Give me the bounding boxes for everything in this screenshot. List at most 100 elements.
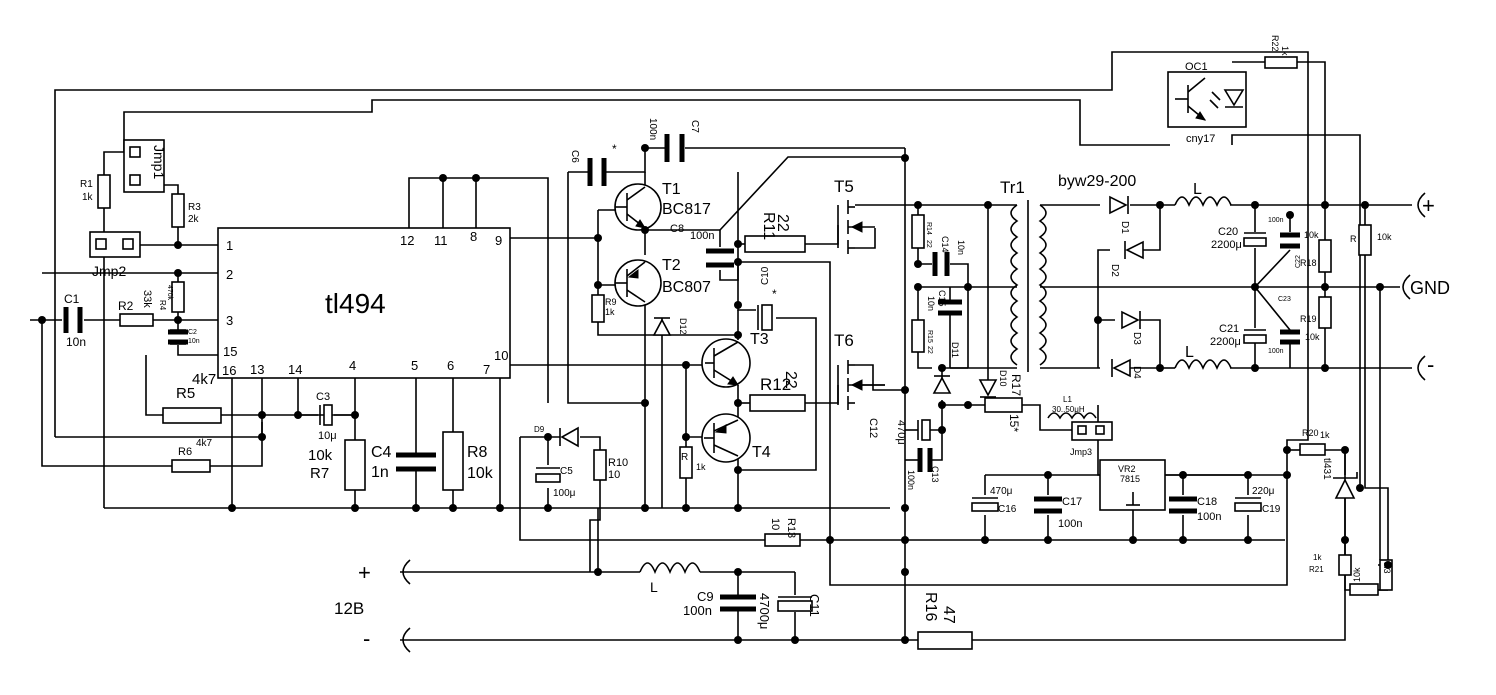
resistor-r11 <box>744 235 806 253</box>
optocoupler-oc1 <box>1167 71 1247 128</box>
label-output-inductor-top: L <box>1193 181 1202 198</box>
resistor-r4 <box>171 281 185 313</box>
label-c10: C10 <box>760 266 771 285</box>
label-c22: C22 <box>1295 255 1302 268</box>
label-c2-value: 10n <box>188 338 200 345</box>
label-r4: R4 <box>158 300 167 311</box>
label-c23-value: 100n <box>1268 348 1284 355</box>
resistor-r9 <box>591 294 605 323</box>
ic-pin-2: 2 <box>226 267 233 282</box>
ic-tl494: tl494 1 2 3 15 16 13 14 4 5 6 7 10 12 11… <box>217 227 511 379</box>
label-c20: C20 <box>1218 226 1238 238</box>
label-c16-value: 470μ <box>990 486 1013 497</box>
label-c22-value: 100n <box>1268 217 1284 224</box>
label-t4: T4 <box>752 444 771 461</box>
label-r5-value: 4k7 <box>192 371 216 388</box>
resistor-r22 <box>1264 56 1298 69</box>
ic-pin-12: 12 <box>400 233 414 248</box>
label-r4-value: 470k <box>166 285 173 301</box>
resistor-r3 <box>171 193 185 228</box>
transformer-tr1 <box>1010 200 1047 372</box>
label-r18: R18 <box>1300 258 1317 268</box>
label-r8: R8 <box>467 444 488 461</box>
resistor-r17 <box>984 397 1023 413</box>
diodes <box>559 195 1358 499</box>
label-r20: R20 <box>1302 428 1319 438</box>
label-d10: D10 <box>998 370 1008 387</box>
ic-pin-9: 9 <box>495 233 502 248</box>
label-t5: T5 <box>834 177 854 196</box>
label-c8-value: 100n <box>690 230 714 242</box>
inductors <box>639 196 1232 575</box>
label-r14-value: 22 <box>925 240 932 248</box>
label-c5-value: 100μ <box>553 488 576 499</box>
label-r14: R14 <box>925 222 932 235</box>
label-c19: C19 <box>1262 504 1281 515</box>
label-c13: C13 <box>930 466 940 483</box>
label-tl431: tl431 <box>1321 458 1332 480</box>
resistor-r6 <box>171 459 211 473</box>
label-c3-value: 10μ <box>318 430 337 442</box>
ic-pin-6: 6 <box>447 358 454 373</box>
label-r22: R22 <box>1270 35 1280 52</box>
label-r-value: 1k <box>696 462 706 472</box>
label-c18: C18 <box>1197 496 1217 508</box>
label-r6: R6 <box>178 446 192 458</box>
label-vr2: VR2 <box>1118 464 1136 474</box>
resistor-r1 <box>97 174 111 209</box>
resistor-r21 <box>1338 554 1352 576</box>
label-d11: D11 <box>950 342 960 358</box>
label-r9-value: 1k <box>605 307 615 317</box>
label-c5: C5 <box>560 466 573 477</box>
label-c2: C2 <box>188 329 197 336</box>
label-c20-value: 2200μ <box>1211 239 1242 251</box>
ic-pin-11: 11 <box>434 233 448 248</box>
label-output-inductor-bottom: L <box>1185 344 1194 361</box>
label-l1-value: 30..50μH <box>1052 405 1085 414</box>
label-r12: R12 <box>760 375 791 394</box>
resistor-r15 <box>911 319 925 353</box>
ic-pin-4: 4 <box>349 358 356 373</box>
label-r15-value: 22 <box>926 346 933 354</box>
resistor-r16 <box>917 631 973 650</box>
label-r21: R21 <box>1309 565 1324 574</box>
label-c4: C4 <box>371 444 392 461</box>
label-c13-value: 100n <box>906 470 916 490</box>
label-c9: C9 <box>697 589 714 604</box>
label-rout: R <box>1350 234 1357 244</box>
resistor-r12 <box>749 394 806 412</box>
label-output-plus: + <box>1422 193 1435 218</box>
label-cny17: cny17 <box>1186 133 1215 145</box>
label-c12: C12 <box>867 418 879 438</box>
resistor-r20 <box>1299 443 1326 456</box>
regulator-vr2 <box>1099 459 1166 511</box>
label-t1: T1 <box>662 181 681 198</box>
label-r3-value: 2k <box>188 214 200 225</box>
label-c11-value: 4700μ <box>757 593 772 629</box>
label-r16: R16 <box>922 592 939 621</box>
label-r10-value: 10 <box>608 469 620 481</box>
label-r6-value: 4k7 <box>196 438 213 449</box>
label-c10-star: * <box>772 287 777 301</box>
label-c16: C16 <box>998 504 1017 515</box>
resistor-r19 <box>1318 296 1332 329</box>
ic-pin-10: 10 <box>494 348 508 363</box>
label-oc1: OC1 <box>1185 61 1208 73</box>
label-c19-value: 220μ <box>1252 486 1275 497</box>
resistors <box>97 56 1393 650</box>
label-c3: C3 <box>316 391 330 403</box>
label-jmp3: Jmp3 <box>1070 447 1092 457</box>
label-r2-value: 33k <box>141 290 153 308</box>
label-r11: R11 <box>760 212 777 240</box>
label-c17: C17 <box>1062 496 1082 508</box>
label-c1-value: 10n <box>66 335 86 349</box>
jumpers <box>89 139 1113 441</box>
resistor-r14 <box>911 214 925 249</box>
ic-name: tl494 <box>325 288 386 319</box>
label-r1-value: 1k <box>82 192 94 203</box>
ic-pin-16: 16 <box>222 363 236 378</box>
ic-pin-1: 1 <box>226 238 233 253</box>
label-d1: D1 <box>1119 221 1130 234</box>
label-r21-value: 1k <box>1313 553 1322 562</box>
label-d12: D12 <box>678 318 688 335</box>
